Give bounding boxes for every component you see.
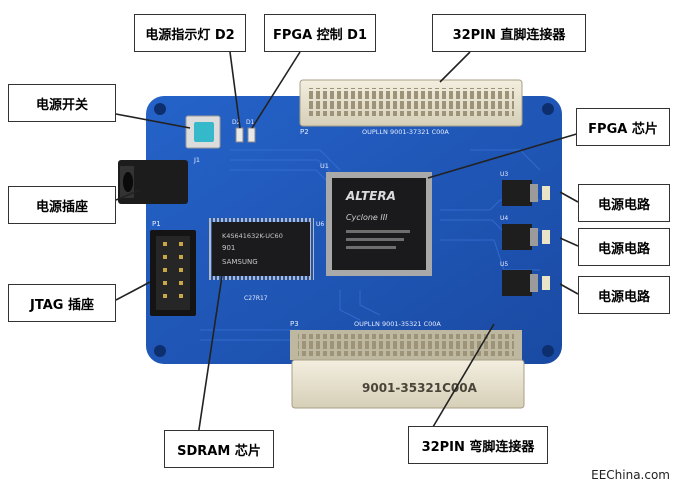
watermark-text: EEChina.com: [591, 468, 670, 482]
callout-power-led: 电源指示灯 D2: [134, 14, 246, 52]
u4-ref-text: U4: [500, 215, 508, 222]
callout-power-socket: 电源插座: [8, 186, 116, 224]
d2-ref-text: D2: [232, 119, 241, 126]
sdram-chip: SAMSUNG 901 K4S641632K-UC60 U6: [208, 218, 324, 280]
p3-ref-text: P3: [290, 320, 299, 328]
c27-ref-text: C27R17: [244, 295, 268, 302]
leader-fpga-led: [251, 51, 301, 129]
p3-body-text: 9001-35321C00A: [362, 381, 478, 395]
power-barrel-jack: [118, 160, 188, 204]
leader-power-circuit-1: [559, 191, 579, 203]
jtag-header: P1: [150, 220, 196, 316]
leader-pin-straight: [439, 51, 471, 83]
power-regulator-u5: U5: [500, 261, 550, 296]
fpga-family-text: Cyclone III: [346, 213, 388, 222]
callout-pin-straight: 32PIN 直脚连接器: [432, 14, 586, 52]
leader-fpga-chip: [427, 129, 591, 179]
u3-ref-text: U3: [500, 171, 508, 178]
led-d1: D1: [246, 119, 256, 143]
callout-jtag: JTAG 插座: [8, 284, 116, 322]
callout-power-circuit-1: 电源电路: [578, 184, 670, 222]
callout-fpga-chip: FPGA 芯片: [576, 108, 670, 146]
d1-ref-text: D1: [246, 119, 255, 126]
leader-power-circuit-2: [559, 237, 579, 247]
callout-power-circuit-3: 电源电路: [578, 276, 670, 314]
p2-part-text: OUPLLN 9001-37321 C00A: [362, 128, 449, 136]
power-regulator-u4: U4: [500, 215, 550, 250]
callout-pin-bent: 32PIN 弯脚连接器: [408, 426, 548, 464]
leader-power-led: [229, 51, 241, 129]
leader-power-circuit-3: [559, 283, 579, 295]
power-switch: J1: [185, 115, 221, 164]
leader-lines: [115, 51, 591, 437]
p1-ref-text: P1: [152, 220, 161, 228]
fpga-chip: ALTERA Cyclone III U1: [320, 162, 432, 276]
sdram-part-text: K4S641632K-UC60: [222, 232, 283, 240]
p2-straight-connector: P2 OUPLLN 9001-37321 C00A: [299, 79, 523, 136]
j1-ref-text: J1: [193, 156, 200, 164]
power-regulator-u3: U3: [500, 171, 550, 206]
leader-sdram: [197, 275, 223, 437]
sdram-brand-text: SAMSUNG: [222, 258, 258, 266]
callout-power-switch: 电源开关: [8, 84, 116, 122]
sdram-code-text: 901: [222, 244, 235, 252]
u5-ref-text: U5: [500, 261, 508, 268]
callout-sdram: SDRAM 芯片: [164, 430, 274, 468]
leader-power-socket: [115, 189, 141, 201]
leader-pin-bent: [429, 323, 495, 433]
leader-power-switch: [115, 113, 191, 129]
u1-ref-text: U1: [320, 162, 329, 170]
p3-part-text: OUPLLN 9001-35321 C00A: [354, 320, 441, 328]
callout-power-circuit-2: 电源电路: [578, 228, 670, 266]
u6-ref-text: U6: [316, 221, 324, 228]
fpga-brand-text: ALTERA: [345, 189, 396, 203]
leader-jtag: [115, 281, 151, 301]
callout-fpga-led: FPGA 控制 D1: [264, 14, 376, 52]
p2-ref-text: P2: [300, 128, 309, 136]
